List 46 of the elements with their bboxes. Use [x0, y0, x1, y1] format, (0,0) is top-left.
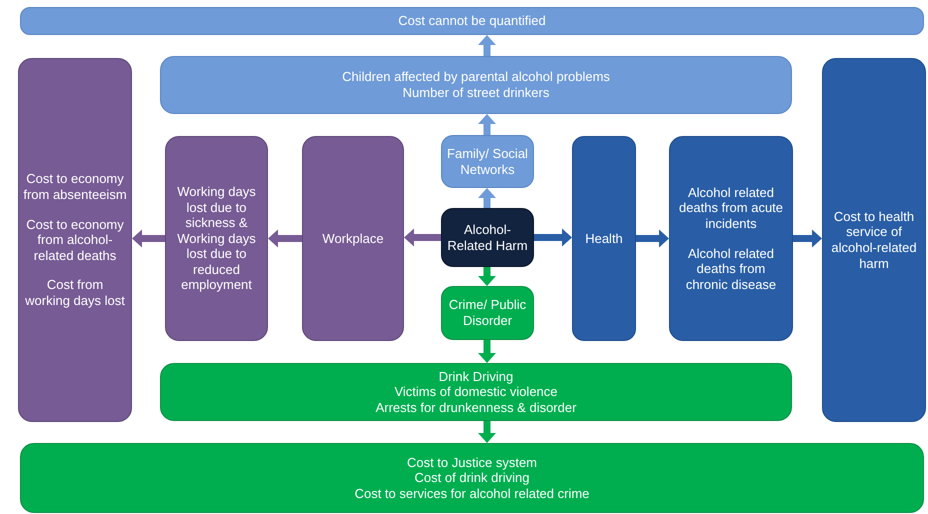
category-box — [160, 363, 792, 421]
box-text: Cost to Justice system — [406, 454, 538, 470]
block-arrow — [793, 230, 822, 248]
category-box — [572, 136, 636, 341]
box-text: Cost to health service of alcohol-related harm — [830, 208, 918, 272]
block-arrow — [478, 35, 496, 56]
box-text: Cost to services for alcohol related crime — [354, 486, 590, 502]
box-text: Cost from working days lost — [24, 277, 126, 309]
box-text: Alcohol-Related Harm — [446, 222, 529, 254]
box-text: Cost of drink driving — [414, 470, 530, 486]
block-arrow — [478, 267, 496, 286]
block-arrow — [404, 228, 441, 246]
box-text: Children affected by parental alcohol problems — [342, 69, 610, 85]
box-text: Family/ Social Networks — [446, 146, 529, 178]
box-text: Arrests for drunkenness & disorder — [376, 400, 576, 416]
box-text: Alcohol related deaths from chronic disease — [684, 246, 778, 292]
category-box — [160, 56, 792, 114]
category-box — [441, 286, 534, 340]
category-box — [302, 136, 404, 341]
block-arrow — [478, 340, 496, 363]
block-arrow — [268, 230, 302, 248]
category-box — [441, 135, 534, 188]
box-text: Alcohol related deaths from acute incidents — [678, 184, 784, 232]
block-arrow — [132, 230, 165, 248]
block-arrow — [478, 421, 496, 443]
block-arrow — [478, 188, 496, 208]
box-text: Number of street drinkers — [402, 85, 550, 101]
box-text: Cost to economy from absenteeism — [23, 171, 127, 203]
block-arrow — [636, 230, 669, 248]
box-text: Workplace — [322, 230, 384, 246]
box-text: Working days lost due to sickness & Working days lost due to reduced employment — [176, 184, 257, 294]
outcome-banner — [20, 7, 924, 35]
block-arrow — [534, 228, 572, 246]
category-box — [18, 58, 132, 422]
category-box — [20, 443, 924, 513]
central-harm-box — [441, 208, 534, 267]
box-text: Health — [585, 230, 623, 246]
category-box — [669, 136, 793, 341]
box-text: Drink Driving — [438, 368, 514, 384]
box-text: Crime/ Public Disorder — [448, 297, 528, 329]
box-text: Victims of domestic violence — [394, 384, 558, 400]
category-box — [165, 136, 268, 341]
box-text: Cost to economy from alcohol-related deaths — [25, 216, 125, 264]
block-arrow — [478, 114, 496, 135]
category-box — [822, 58, 926, 422]
box-text: Cost cannot be quantified — [398, 13, 546, 29]
